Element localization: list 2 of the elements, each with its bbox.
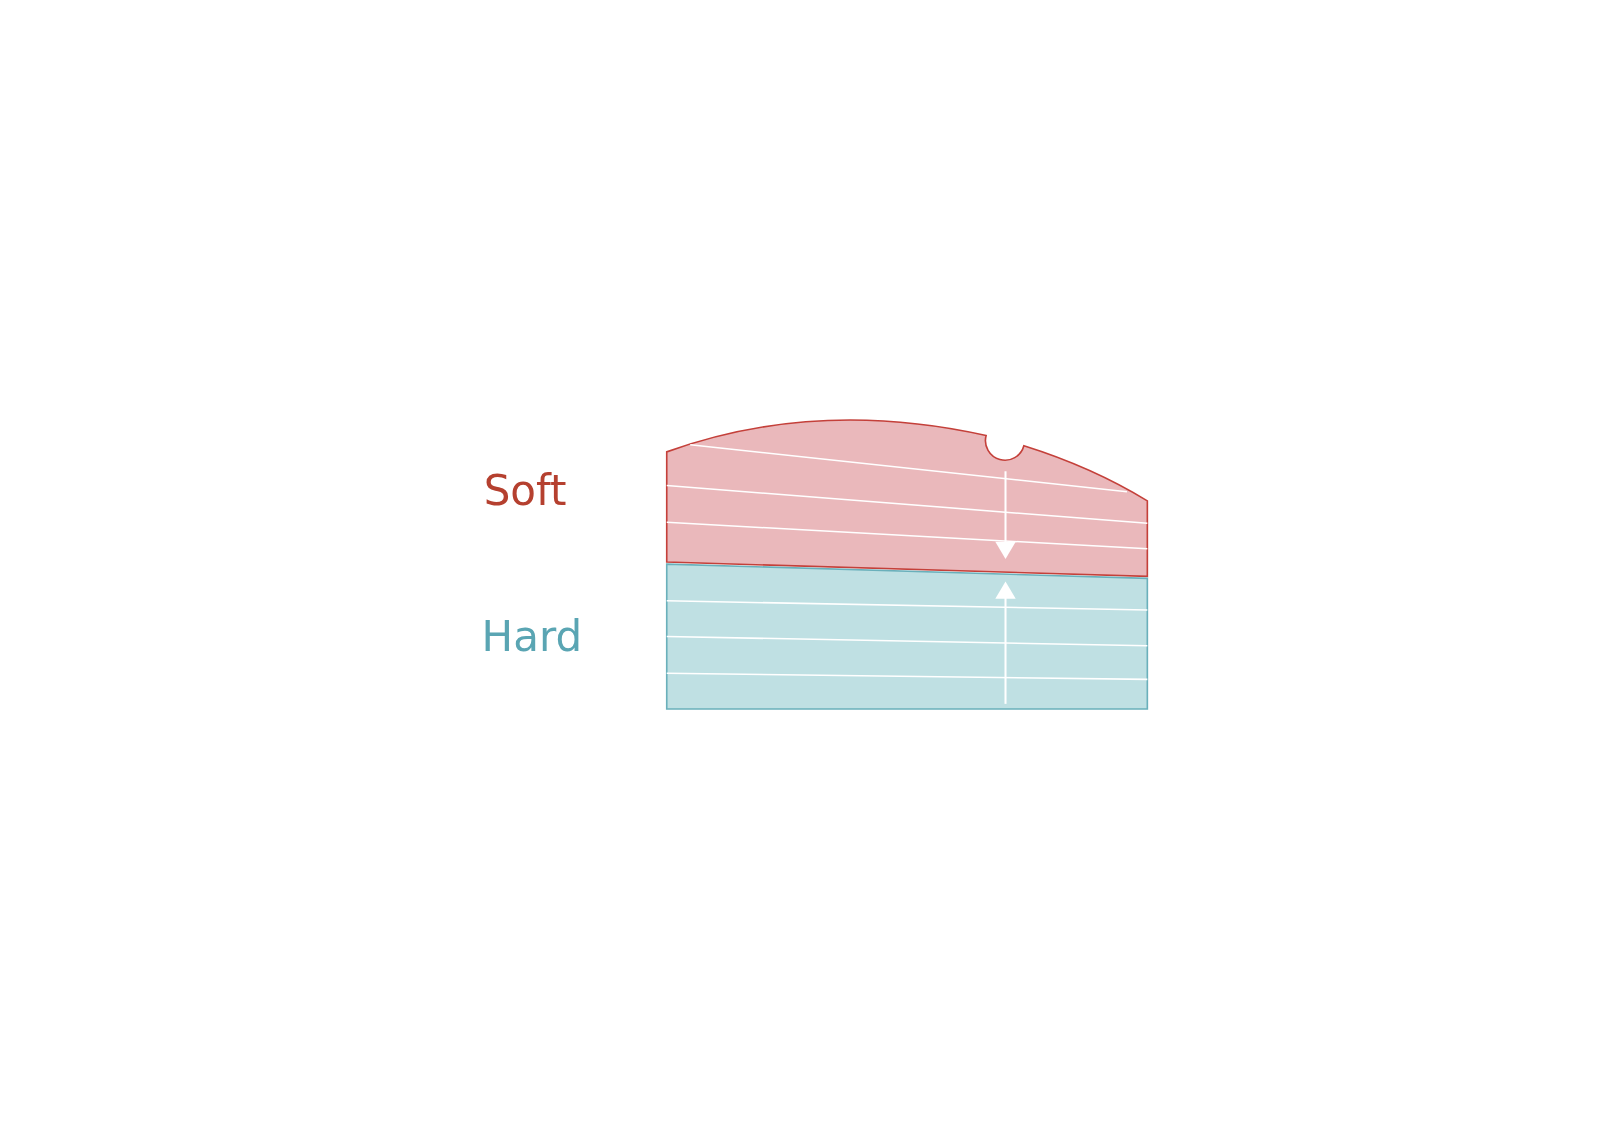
layer-label: Hard <box>481 613 583 662</box>
layer-label: Soft <box>483 467 567 516</box>
